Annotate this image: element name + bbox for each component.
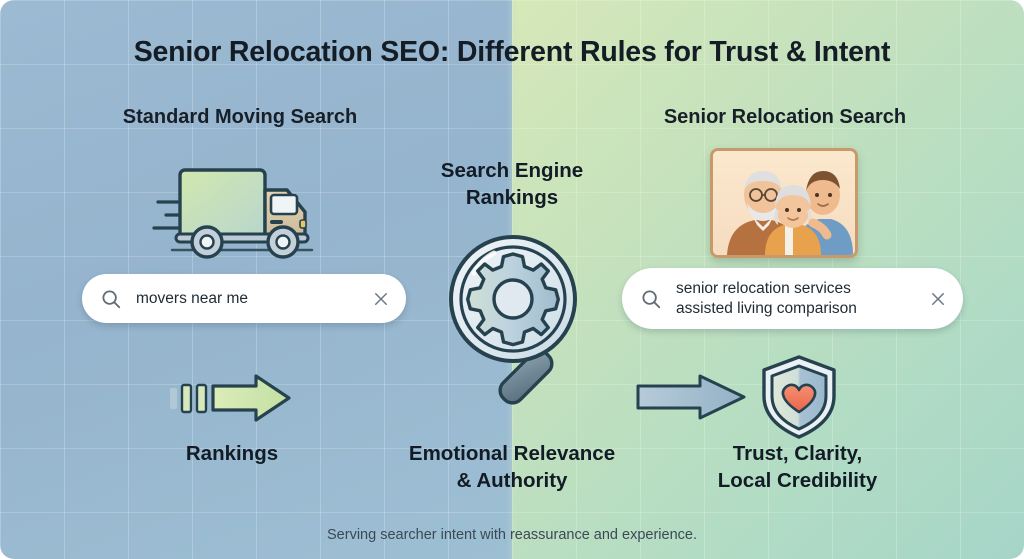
search-input-senior[interactable]: senior relocation services assisted livi…: [676, 280, 857, 317]
page-title: Senior Relocation SEO: Different Rules f…: [133, 36, 891, 68]
outcome-right: Trust, Clarity, Local Credibility: [717, 442, 878, 493]
moving-truck-icon: [152, 168, 314, 259]
outcome-center: Emotional Relevance & Authority: [408, 442, 616, 493]
center-heading: Search Engine Rankings: [440, 159, 584, 210]
senior-family-photo: [710, 148, 858, 258]
search-icon: [102, 289, 121, 308]
search-bar-senior[interactable]: senior relocation services assisted livi…: [622, 268, 963, 329]
arrow-right-blue-icon: [636, 374, 746, 420]
arrow-right-green-icon: [170, 374, 291, 422]
close-icon[interactable]: [929, 290, 947, 308]
shield-heart-icon: [762, 355, 836, 439]
footer-caption: Serving searcher intent with reassurance…: [327, 527, 697, 543]
search-bar-standard[interactable]: movers near me: [82, 274, 406, 323]
close-icon[interactable]: [372, 290, 390, 308]
outcome-left: Rankings: [185, 442, 279, 465]
magnifier-gear-icon: [449, 235, 577, 405]
left-column-heading: Standard Moving Search: [122, 106, 358, 128]
right-column-heading: Senior Relocation Search: [663, 106, 907, 128]
search-input-standard[interactable]: movers near me: [136, 289, 248, 307]
search-icon: [642, 289, 661, 308]
